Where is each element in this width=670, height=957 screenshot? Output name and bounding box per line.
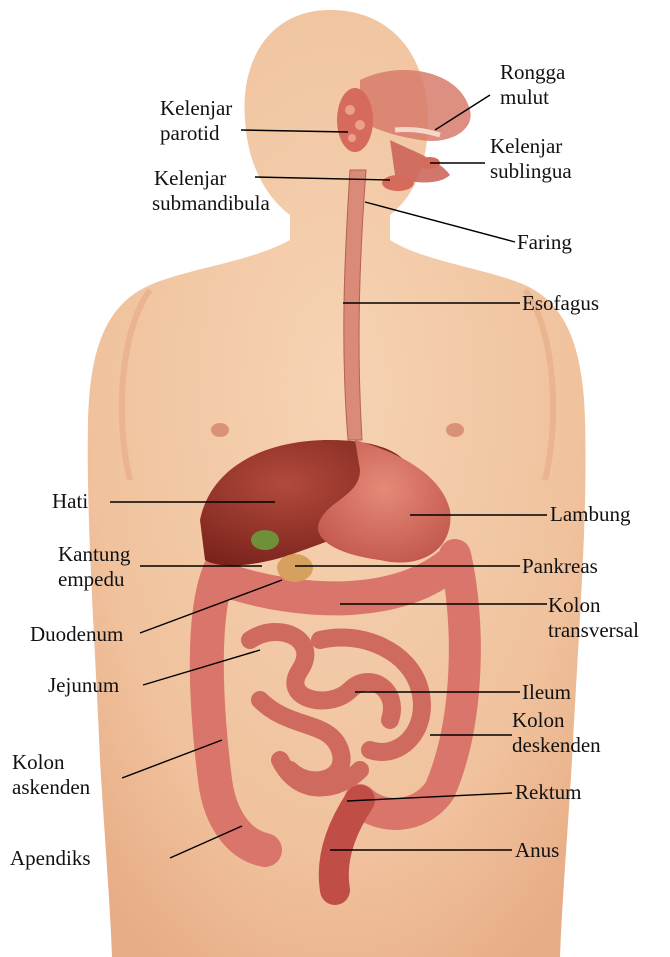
label-anus: Anus xyxy=(515,838,559,863)
label-kelenjar-sublingua: Kelenjar sublingua xyxy=(490,134,572,184)
label-faring: Faring xyxy=(517,230,572,255)
label-duodenum: Duodenum xyxy=(30,622,123,647)
label-kolon-transversal: Kolon transversal xyxy=(548,593,639,643)
gallbladder-shape xyxy=(251,530,279,550)
label-jejunum: Jejunum xyxy=(48,673,119,698)
label-hati: Hati xyxy=(52,489,88,514)
pancreas-shape xyxy=(277,554,313,582)
label-apendiks: Apendiks xyxy=(10,846,91,871)
label-kolon-askenden: Kolon askenden xyxy=(12,750,90,800)
label-pankreas: Pankreas xyxy=(522,554,598,579)
label-rongga-mulut: Rongga mulut xyxy=(500,60,565,110)
label-kolon-deskenden: Kolon deskenden xyxy=(512,708,601,758)
label-kelenjar-parotid: Kelenjar parotid xyxy=(160,96,232,146)
label-ileum: Ileum xyxy=(522,680,571,705)
label-esofagus: Esofagus xyxy=(522,291,599,316)
label-rektum: Rektum xyxy=(515,780,582,805)
label-kelenjar-submandibula: Kelenjar submandibula xyxy=(152,166,270,216)
label-lambung: Lambung xyxy=(550,502,630,527)
label-kantung-empedu: Kantung empedu xyxy=(58,542,130,592)
